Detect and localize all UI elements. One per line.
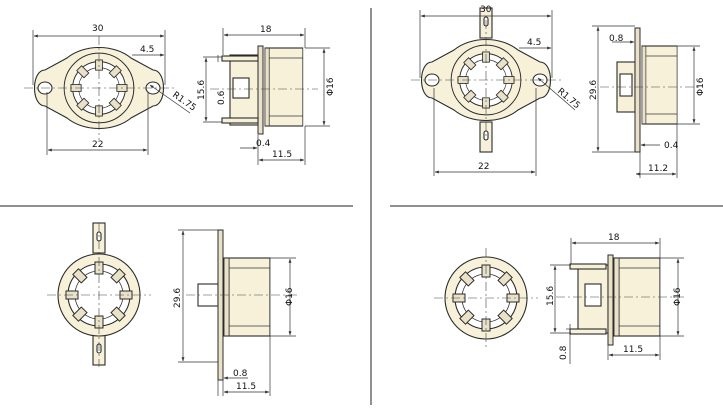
dim-hole-offset: 4.5 (527, 38, 541, 48)
dim-height: 29.6 (589, 80, 599, 100)
front-view (24, 36, 174, 140)
panel-top-left: 30 4.5 R1.75 22 18 0.6 (24, 24, 336, 165)
dim-height: 29.6 (173, 288, 183, 308)
dim-height: 15.6 (197, 80, 207, 100)
side-view (210, 45, 318, 135)
front-view (47, 222, 151, 367)
panel-bottom-left: 29.6 Φ16 0.8 11.5 (47, 222, 300, 396)
dim-overall: 11.5 (623, 345, 643, 355)
panel-top-right: 30 4.5 R1.75 22 0.8 29.6 (411, 5, 706, 178)
dim-length: 18 (608, 233, 620, 243)
front-view (434, 248, 538, 348)
side-view (186, 229, 300, 381)
dim-height: 15.6 (546, 286, 556, 306)
dim-radius: R1.75 (555, 87, 582, 112)
dim-overall: 11.2 (648, 164, 668, 174)
dim-width: 30 (92, 24, 104, 34)
dim-terminal-gap: 0.4 (256, 139, 271, 149)
dim-diameter: Φ16 (326, 77, 336, 96)
dim-terminal-gap: 0.8 (233, 369, 248, 379)
dim-base: 22 (92, 140, 103, 150)
dim-terminal-gap: 0.4 (664, 141, 679, 151)
dim-length: 18 (260, 25, 272, 35)
dim-tab-thickness: 0.8 (609, 34, 624, 44)
dim-base: 22 (478, 162, 489, 172)
dim-width: 30 (480, 5, 492, 15)
front-view (411, 7, 561, 153)
side-view (600, 27, 700, 153)
dim-diameter: Φ16 (285, 287, 295, 306)
dim-hole-offset: 4.5 (140, 45, 154, 55)
dim-terminal-gap: 0.8 (559, 345, 569, 360)
dim-overall: 11.5 (272, 150, 292, 160)
panel-bottom-right: 18 15.6 Φ16 0.8 11.5 (434, 233, 685, 364)
side-view (556, 254, 685, 346)
dim-overall: 11.5 (236, 382, 256, 392)
dim-diameter: Φ16 (696, 77, 706, 96)
dim-diameter: Φ16 (673, 287, 683, 306)
dim-tab-thickness: 0.6 (217, 90, 227, 105)
